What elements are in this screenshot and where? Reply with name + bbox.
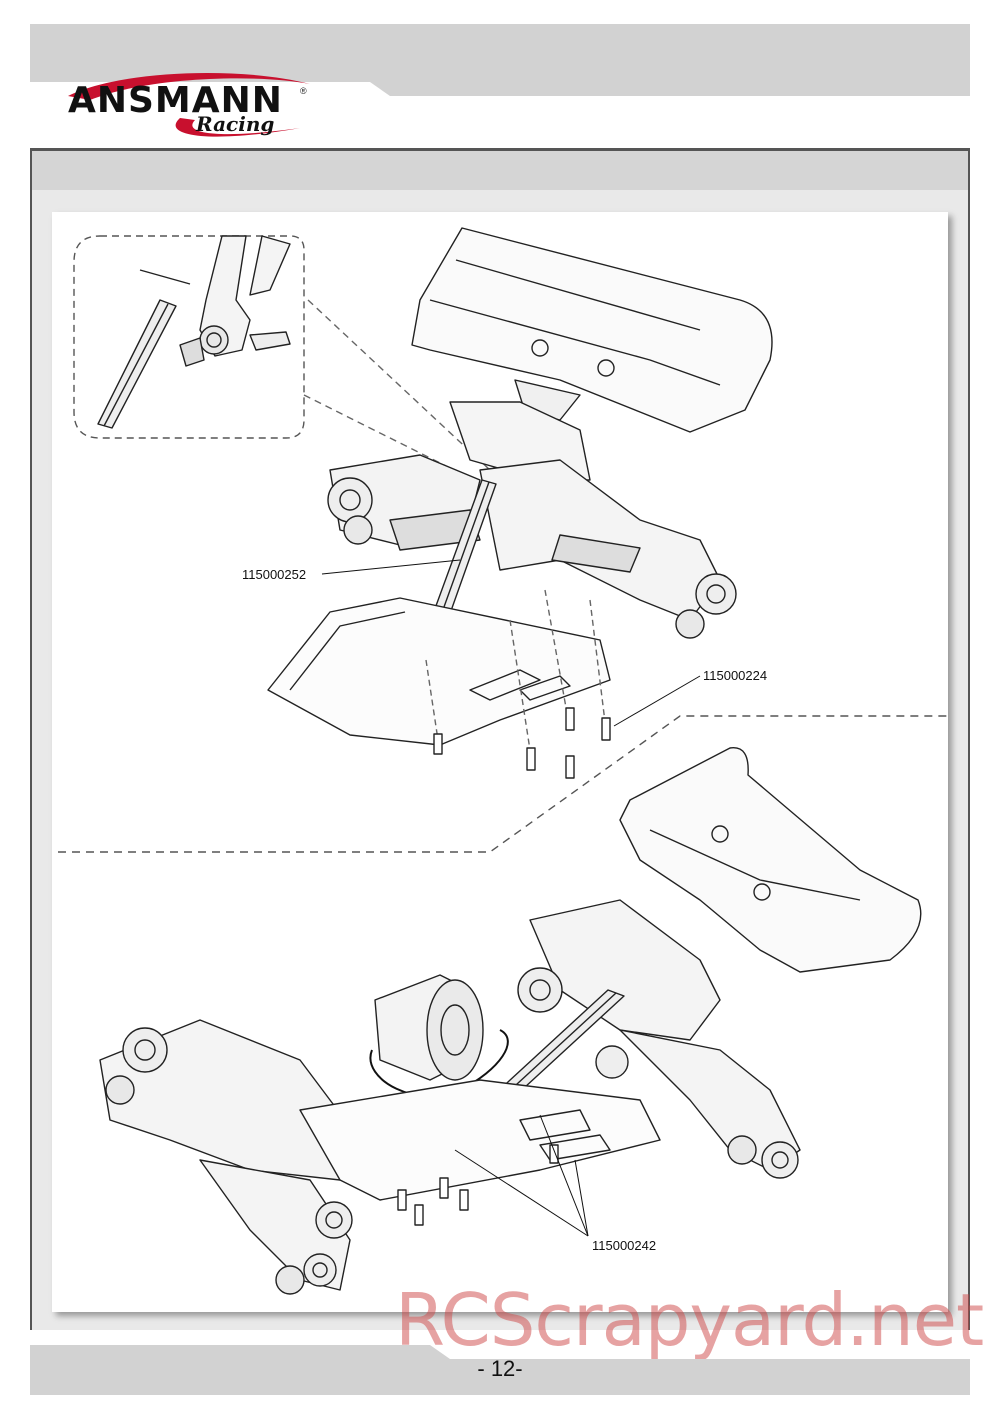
- part-label-rod: 115000252: [242, 567, 307, 582]
- part-label-screws: 115000224: [703, 668, 768, 683]
- watermark-text: RCScrapyard.net: [395, 1278, 984, 1362]
- footer-band: [30, 1345, 970, 1395]
- brand-swoosh-icon: [68, 72, 310, 137]
- page-number: - 12-: [477, 1356, 523, 1381]
- brand-sub: Racing: [196, 112, 275, 136]
- screws-top: [425, 589, 611, 779]
- brand-name: ANSMANN: [68, 80, 283, 121]
- screws-bottom: [397, 1144, 559, 1226]
- inset-detail: [73, 235, 305, 439]
- front-assembly-bottom: [99, 1019, 361, 1295]
- rear-assembly-bottom: [483, 899, 801, 1179]
- chassis-plate-bottom: [299, 1079, 661, 1201]
- center-diff: [369, 974, 509, 1098]
- part-label-bottom: 115000242: [592, 1238, 657, 1253]
- brand-reg-mark: ®: [300, 86, 307, 96]
- rear-wing-top: [411, 227, 773, 433]
- chassis-plate-top: [267, 597, 611, 746]
- rear-wing-bottom: [619, 747, 922, 973]
